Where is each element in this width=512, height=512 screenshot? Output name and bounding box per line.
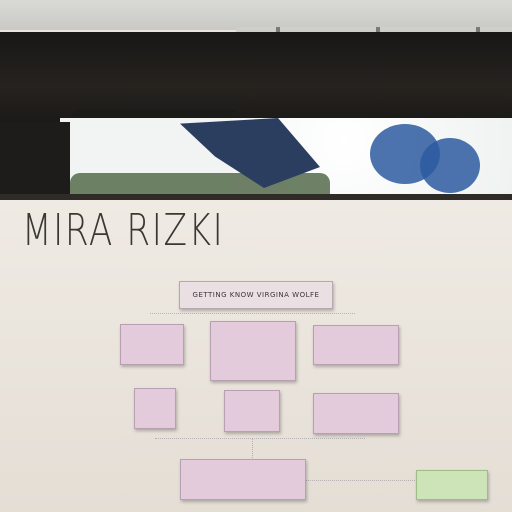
- diagram-box: [224, 390, 280, 432]
- diagram-box: [134, 388, 176, 429]
- tree-foliage: [420, 138, 480, 193]
- left-wall-shadow: [0, 122, 70, 198]
- diagram-box: [120, 324, 184, 365]
- connector: [305, 480, 417, 481]
- connector: [252, 438, 253, 458]
- diagram-box: [210, 321, 296, 381]
- wall-ledge: [0, 194, 512, 200]
- ceiling: [0, 0, 512, 30]
- connector: [150, 313, 355, 314]
- diagram-box-green: [416, 470, 488, 500]
- roof-beam: [0, 32, 512, 122]
- diagram-box: [313, 393, 399, 434]
- artist-name: MIRA RIZKI: [22, 205, 225, 256]
- diagram-box: [313, 325, 399, 365]
- diagram-box: [180, 459, 306, 500]
- chart-title: GETTING KNOW VIRGINA WOLFE: [179, 281, 333, 309]
- connector: [155, 438, 365, 439]
